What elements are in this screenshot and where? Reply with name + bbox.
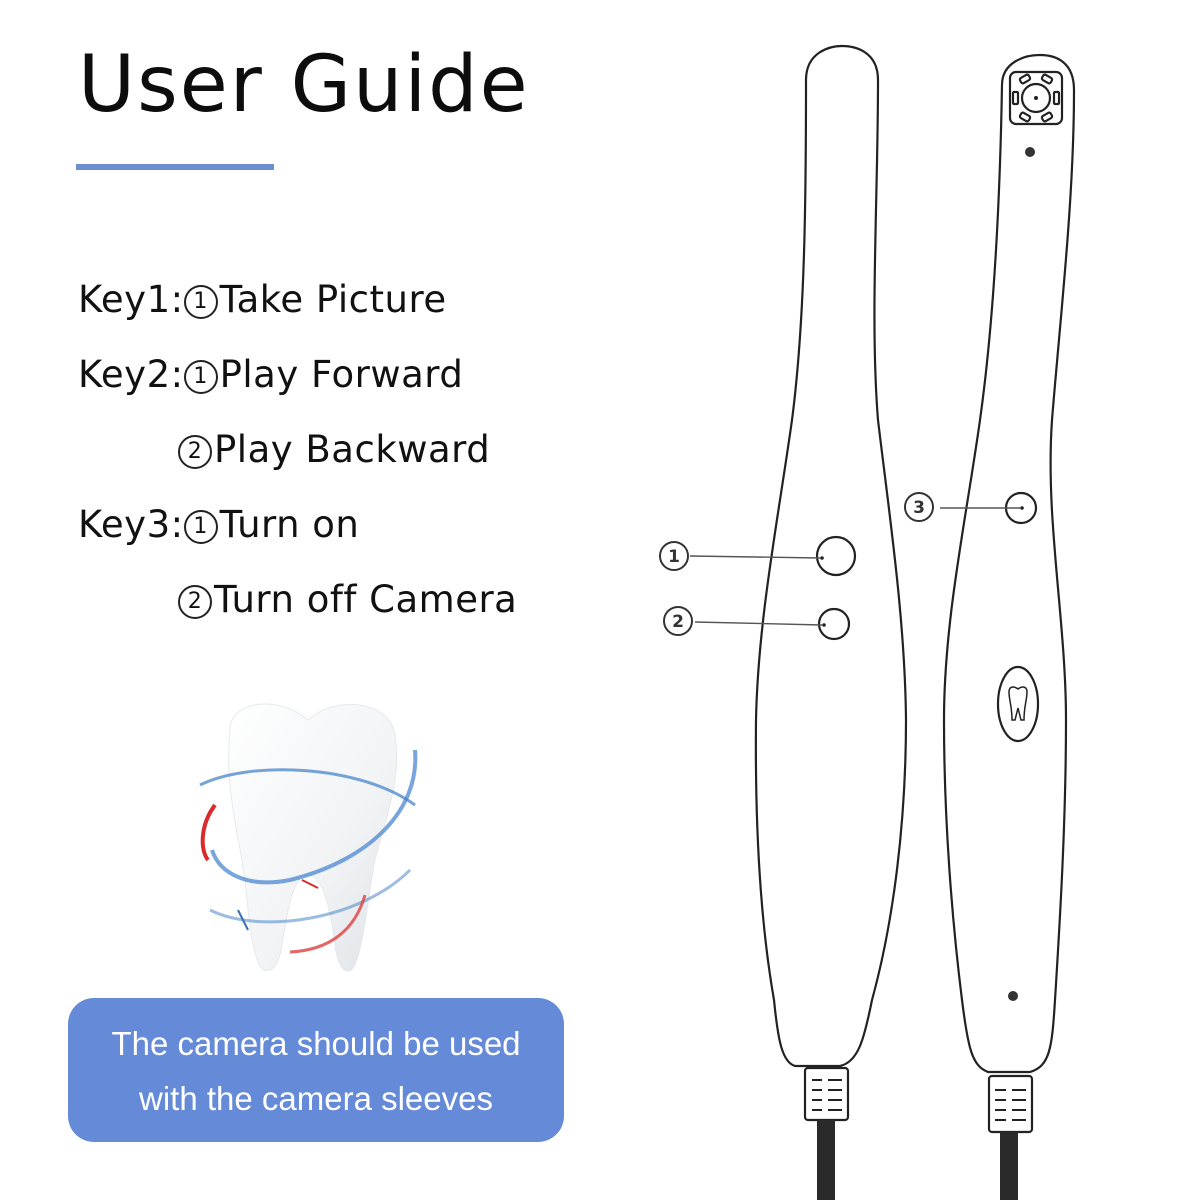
front-screw-icon <box>1025 147 1035 157</box>
rear-screw-icon <box>1008 991 1018 1001</box>
circled-number: 1 <box>183 285 218 319</box>
notice-line-2: with the camera sleeves <box>139 1080 493 1117</box>
key-action: Turn off Camera <box>214 578 518 621</box>
key-action: Take Picture <box>219 278 447 321</box>
camera-lens-module-icon <box>1008 70 1064 126</box>
circled-number: 1 <box>183 510 218 544</box>
key-action: Play Forward <box>219 353 464 396</box>
key-label: Key1: <box>78 278 184 321</box>
side-view-outline <box>754 44 908 1068</box>
front-view-connector <box>987 1074 1034 1134</box>
circled-number: 2 <box>178 435 212 469</box>
button-2-icon <box>817 607 851 641</box>
callout-3-icon <box>904 492 934 522</box>
front-view-cable <box>1000 1132 1018 1200</box>
callout-2-icon <box>663 606 693 636</box>
intraoral-camera-diagram: 1 2 3 <box>659 44 1076 1200</box>
notice-line-1: The camera should be used <box>111 1025 521 1062</box>
key-action: Play Backward <box>214 428 491 471</box>
callout-1-icon <box>659 541 689 571</box>
callout-1-label: 1 <box>668 547 680 567</box>
callout-3-label: 3 <box>913 498 925 518</box>
button-1-icon <box>815 535 857 577</box>
page-title: User Guide <box>78 40 530 130</box>
title-underline <box>76 164 274 170</box>
front-view-outline <box>942 53 1076 1074</box>
tooth-logo-icon <box>996 665 1040 743</box>
sleeve-notice-banner: The camera should be used with the camer… <box>68 998 564 1142</box>
circled-number: 1 <box>183 360 218 394</box>
circled-number: 2 <box>178 585 212 619</box>
key-label: Key2: <box>78 353 184 396</box>
key-action: Turn on <box>219 503 360 546</box>
side-view-connector <box>803 1066 850 1122</box>
key-label: Key3: <box>78 503 184 546</box>
side-view-cable <box>817 1120 835 1200</box>
tooth-illustration-icon <box>199 703 418 972</box>
callout-2-label: 2 <box>672 612 684 632</box>
